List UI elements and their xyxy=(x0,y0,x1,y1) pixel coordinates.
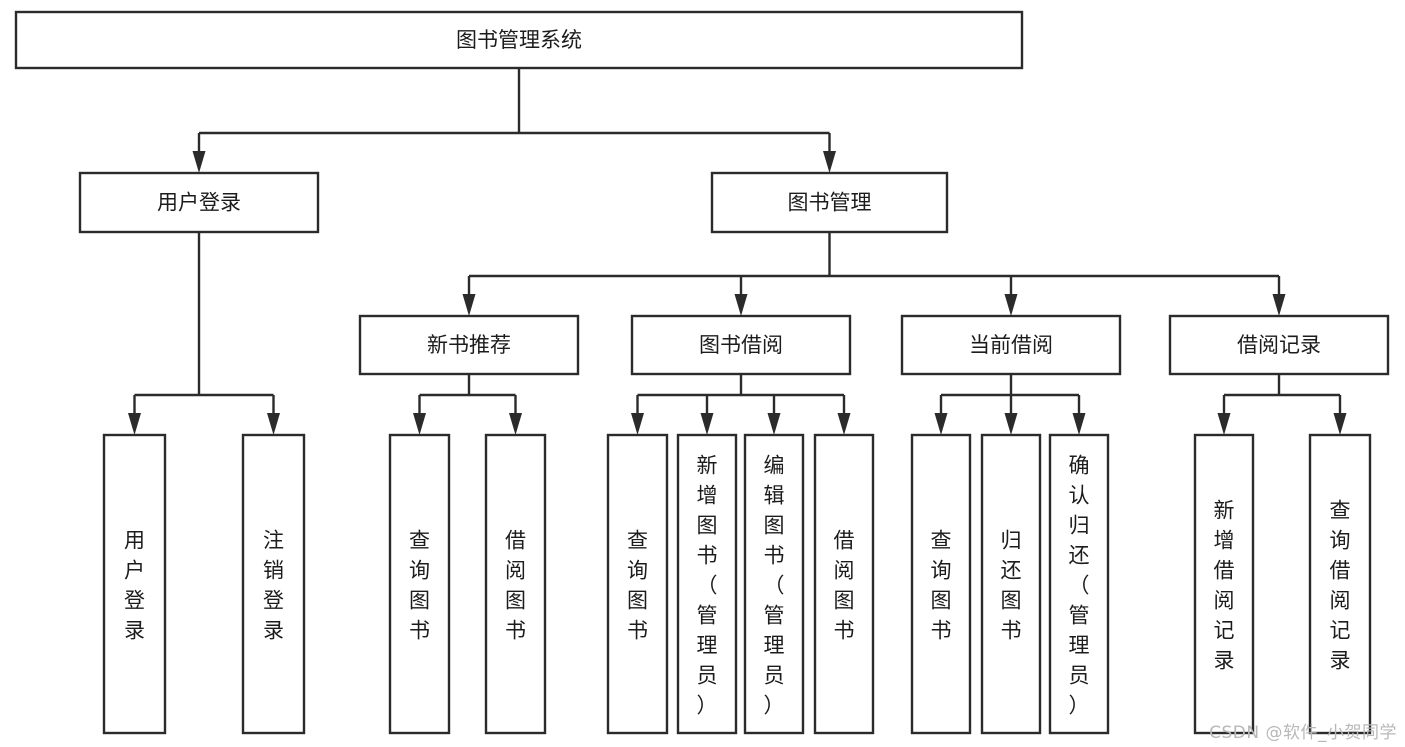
node-root[interactable]: 图书管理系统 xyxy=(14,10,1024,70)
nodes-layer: 图书管理系统用户登录图书管理新书推荐图书借阅当前借阅借阅记录用户登录注销登录查询… xyxy=(14,10,1390,735)
node-l3-borrow-book-b[interactable]: 借阅图书 xyxy=(813,433,875,735)
node-l2-book-borrow[interactable]: 图书借阅 xyxy=(630,314,852,376)
arrow-head-icon xyxy=(1333,413,1347,435)
node-l3-add-book[interactable]: 新增图书（管理员） xyxy=(676,433,738,735)
node-label: 当前借阅 xyxy=(969,333,1053,357)
node-box xyxy=(900,314,1122,376)
edge-group xyxy=(128,232,280,435)
node-box xyxy=(1193,433,1255,735)
node-l3-query-book-c[interactable]: 查询图书 xyxy=(910,433,972,735)
node-label: 借阅图书 xyxy=(505,528,526,642)
node-box xyxy=(484,433,547,735)
arrow-head-icon xyxy=(413,413,426,435)
node-box xyxy=(78,171,320,234)
node-l3-query-book-b[interactable]: 查询图书 xyxy=(606,433,669,735)
arrow-head-icon xyxy=(509,413,522,435)
node-box xyxy=(606,433,669,735)
node-label: 查询借阅记录 xyxy=(1330,498,1351,672)
node-box xyxy=(14,10,1024,70)
node-box xyxy=(980,433,1042,735)
edge-group xyxy=(631,374,851,435)
node-l3-confirm-return[interactable]: 确认归还（管理员） xyxy=(1048,433,1110,735)
node-label: 新增图书（管理员） xyxy=(697,453,718,717)
edge-group xyxy=(192,68,836,173)
node-label: 图书管理 xyxy=(788,191,872,215)
node-box xyxy=(813,433,875,735)
node-box xyxy=(676,433,738,735)
node-label: 用户登录 xyxy=(157,191,241,215)
node-box xyxy=(358,314,580,376)
node-label: 借阅图书 xyxy=(834,528,855,642)
node-box xyxy=(388,433,451,735)
node-l3-query-record[interactable]: 查询借阅记录 xyxy=(1308,433,1372,735)
node-box xyxy=(710,171,949,234)
arrow-head-icon xyxy=(837,413,851,435)
node-label: 借阅记录 xyxy=(1237,333,1321,357)
edge-group xyxy=(462,232,1286,316)
node-box xyxy=(1048,433,1110,735)
node-label: 新书推荐 xyxy=(427,333,511,357)
arrow-head-icon xyxy=(462,294,476,316)
node-box xyxy=(102,433,167,735)
edge-group xyxy=(934,374,1086,435)
node-l3-borrow-book-a[interactable]: 借阅图书 xyxy=(484,433,547,735)
node-l3-query-book-a[interactable]: 查询图书 xyxy=(388,433,451,735)
node-box xyxy=(743,433,805,735)
node-box xyxy=(630,314,852,376)
node-l3-logout[interactable]: 注销登录 xyxy=(241,433,306,735)
node-label: 确认归还（管理员） xyxy=(1069,453,1090,717)
arrow-head-icon xyxy=(128,413,141,435)
node-l2-current-borrow[interactable]: 当前借阅 xyxy=(900,314,1122,376)
node-l3-user-login[interactable]: 用户登录 xyxy=(102,433,167,735)
arrow-head-icon xyxy=(1072,413,1086,435)
node-label: 注销登录 xyxy=(263,528,284,642)
node-l3-add-record[interactable]: 新增借阅记录 xyxy=(1193,433,1255,735)
arrow-head-icon xyxy=(700,413,714,435)
node-label: 用户登录 xyxy=(124,528,145,642)
arrow-head-icon xyxy=(1004,294,1018,316)
arrow-head-icon xyxy=(192,151,206,173)
arrow-head-icon xyxy=(734,294,748,316)
node-label: 查询图书 xyxy=(931,528,952,642)
node-box xyxy=(1308,433,1372,735)
node-box xyxy=(241,433,306,735)
node-label: 查询图书 xyxy=(409,528,430,642)
arrow-head-icon xyxy=(934,413,948,435)
node-label: 图书借阅 xyxy=(699,333,783,357)
node-label: 查询图书 xyxy=(627,528,648,642)
node-l3-edit-book[interactable]: 编辑图书（管理员） xyxy=(743,433,805,735)
node-label: 归还图书 xyxy=(1001,528,1022,642)
node-label: 图书管理系统 xyxy=(456,28,582,52)
node-label: 编辑图书（管理员） xyxy=(764,453,785,717)
node-l2-borrow-record[interactable]: 借阅记录 xyxy=(1168,314,1390,376)
arrow-head-icon xyxy=(823,151,836,173)
arrow-head-icon xyxy=(767,413,781,435)
arrow-head-icon xyxy=(1004,413,1018,435)
node-l3-return-book[interactable]: 归还图书 xyxy=(980,433,1042,735)
edges-layer xyxy=(128,68,1347,435)
node-box xyxy=(910,433,972,735)
edge-group xyxy=(1217,374,1347,435)
arrow-head-icon xyxy=(267,413,280,435)
node-l2-new-book-rec[interactable]: 新书推荐 xyxy=(358,314,580,376)
edge-group xyxy=(413,374,522,435)
node-label: 新增借阅记录 xyxy=(1214,498,1235,672)
arrow-head-icon xyxy=(1217,413,1231,435)
watermark-label: CSDN @软件_小贺同学 xyxy=(1209,723,1397,743)
arrow-head-icon xyxy=(631,413,644,435)
node-box xyxy=(1168,314,1390,376)
arrow-head-icon xyxy=(1272,294,1286,316)
node-l1-user-login[interactable]: 用户登录 xyxy=(78,171,320,234)
node-l1-book-manage[interactable]: 图书管理 xyxy=(710,171,949,234)
